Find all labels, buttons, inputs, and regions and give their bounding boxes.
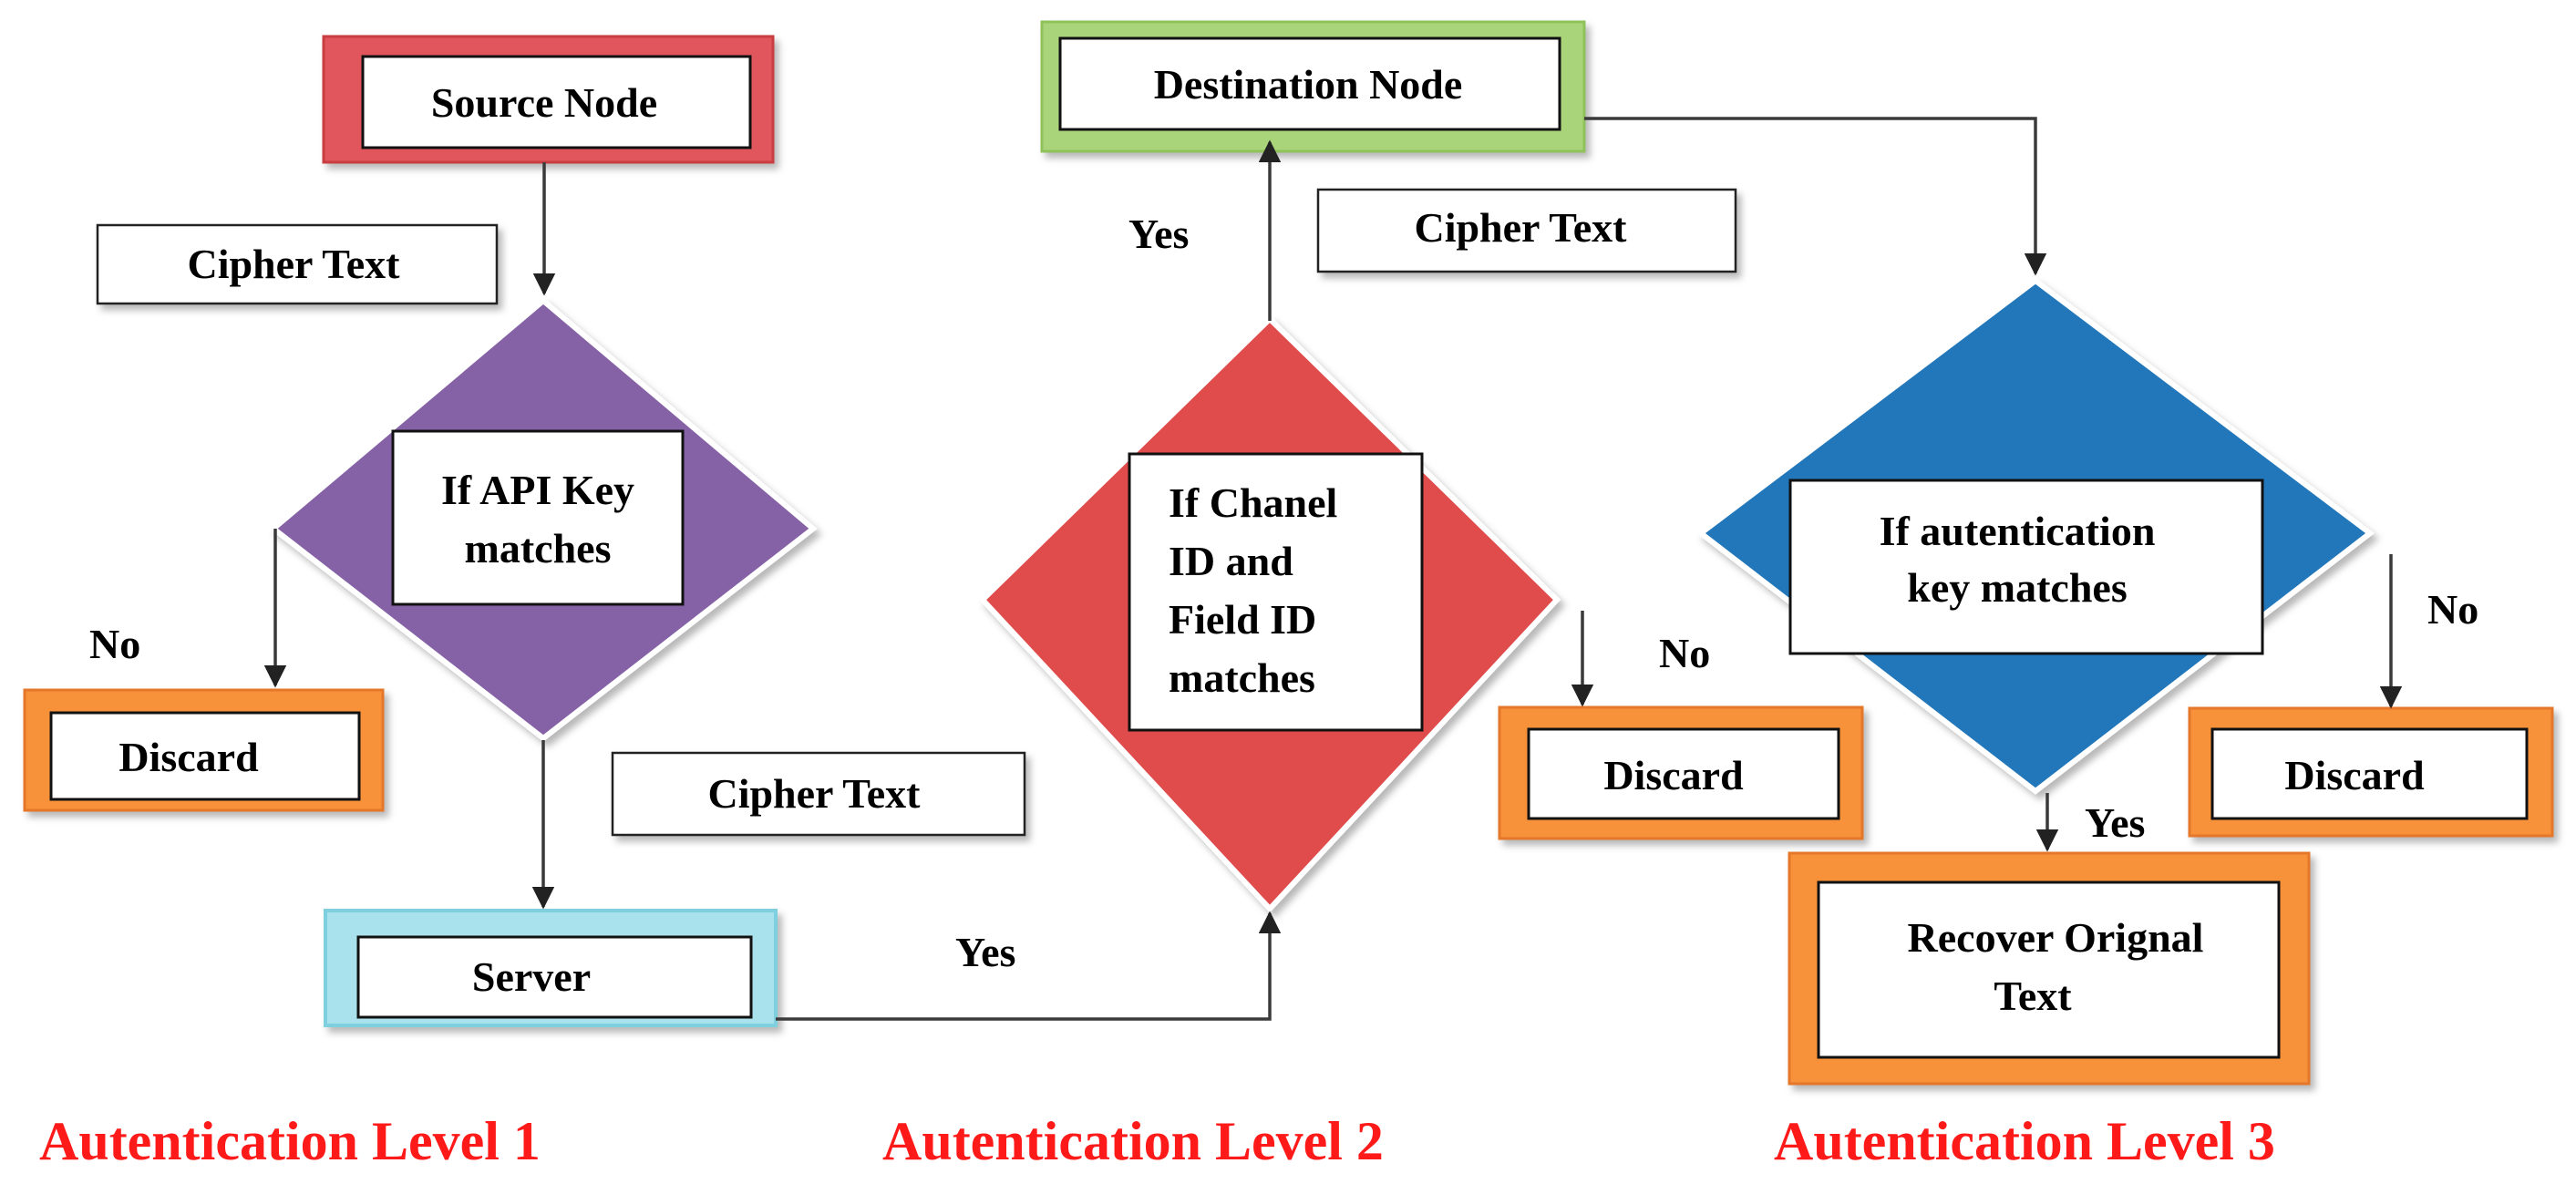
server-label: Server xyxy=(472,953,591,1000)
decision-channel-field-id: If Chanel ID and Field ID matches xyxy=(978,314,1561,913)
decision-channel-line-2: ID and xyxy=(1169,538,1293,584)
decision-auth-line-1: If autentication xyxy=(1880,508,2156,554)
level-3-title: Autentication Level 3 xyxy=(1774,1111,2275,1171)
discard-label-1: Discard xyxy=(118,734,259,780)
decision-api-key-line-2: matches xyxy=(465,525,612,571)
decision-authentication-key: If autentication key matches xyxy=(1696,277,2375,795)
discard-node-2: Discard xyxy=(1498,705,1864,840)
cipher-text-label-2: Cipher Text xyxy=(707,770,921,817)
destination-node: Destination Node xyxy=(1040,20,1586,153)
edge-destination-to-decision-3 xyxy=(1584,117,2047,276)
decision-channel-line-3: Field ID xyxy=(1169,596,1316,643)
cipher-text-annotation-3: Cipher Text xyxy=(1316,188,1737,273)
edge-label-no-1: No xyxy=(89,621,140,667)
edge-server-to-decision-2 xyxy=(776,911,1282,1021)
cipher-text-label-1: Cipher Text xyxy=(187,241,400,287)
destination-node-label: Destination Node xyxy=(1154,61,1463,108)
recover-original-text-node: Recover Orignal Text xyxy=(1788,851,2311,1086)
cipher-text-label-3: Cipher Text xyxy=(1414,204,1627,251)
source-node-label: Source Node xyxy=(431,79,657,126)
cipher-text-annotation-2: Cipher Text xyxy=(611,751,1026,837)
server-node: Server xyxy=(324,909,778,1027)
decision-api-key: If API Key matches xyxy=(269,297,818,742)
discard-label-3: Discard xyxy=(2284,752,2425,798)
cipher-text-annotation-1: Cipher Text xyxy=(96,223,499,305)
level-1-title: Autentication Level 1 xyxy=(39,1111,541,1171)
edge-label-no-2: No xyxy=(1659,630,1710,676)
decision-channel-line-1: If Chanel xyxy=(1169,479,1337,526)
decision-channel-line-4: matches xyxy=(1169,654,1315,701)
decision-api-key-line-1: If API Key xyxy=(441,467,634,513)
edge-label-no-3: No xyxy=(2427,586,2478,633)
decision-auth-line-2: key matches xyxy=(1907,564,2127,611)
edge-label-yes-server: Yes xyxy=(955,929,1015,975)
discard-node-1: Discard xyxy=(23,688,385,812)
level-2-title: Autentication Level 2 xyxy=(882,1111,1384,1171)
edge-label-yes-destination: Yes xyxy=(1128,211,1189,257)
discard-node-3: Discard xyxy=(2188,706,2554,838)
source-node: Source Node xyxy=(322,35,775,164)
discard-label-2: Discard xyxy=(1603,752,1744,798)
edge-label-yes-recover: Yes xyxy=(2085,799,2145,846)
recover-label-line-1: Recover Orignal xyxy=(1908,914,2204,961)
recover-label-line-2: Text xyxy=(1994,973,2072,1019)
